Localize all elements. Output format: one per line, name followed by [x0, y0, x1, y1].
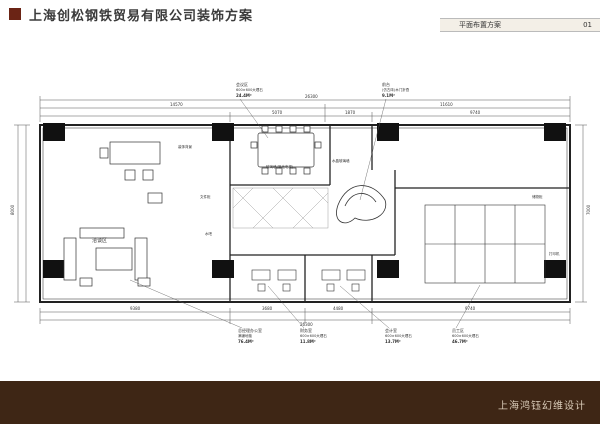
office-furniture: [63, 141, 163, 287]
chairman-area: 76.4M²: [238, 339, 254, 344]
dim-bottom-mid: 3680: [262, 306, 273, 311]
footer: 上海鸿钰幻维设计: [0, 381, 600, 424]
label-water-bar: 水吧: [205, 231, 212, 236]
side-dimensions: [14, 124, 587, 303]
label-sofa-area: 洽谈区: [92, 237, 107, 244]
finance-name: 财务室: [300, 327, 312, 333]
annotation-staff: 员工区 600×600大理石 46.7M²: [452, 327, 479, 344]
sheet-bar: 平面布置方案 01: [440, 18, 600, 32]
dim-bottom-left: 9380: [130, 306, 141, 311]
header: 上海创松钢铁贸易有限公司装饰方案 平面布置方案 01: [0, 0, 600, 32]
annotation-chairman: 总经理办公室 满铺地毯 76.4M²: [238, 327, 262, 344]
reception-name: 前台: [382, 81, 390, 87]
dim-left-total: 8000: [10, 204, 15, 215]
meeting-name: 会议区: [236, 81, 248, 87]
bottom-dimensions: [39, 308, 571, 324]
sheet-title: 平面布置方案: [459, 21, 501, 29]
annotation-manager: 会计室 600×600大理石 13.7M²: [385, 327, 412, 344]
dim-bottom-total: 26300: [300, 322, 313, 327]
chairman-spec: 满铺地毯: [238, 333, 252, 338]
reception-area: 9.1M²: [382, 93, 395, 98]
dim-top-total: 26300: [305, 94, 318, 99]
meeting-area: 24.4M²: [236, 93, 252, 98]
label-printer: 打印机: [549, 251, 560, 256]
meeting-spec: 600×600大理石: [236, 87, 263, 92]
chairman-name: 总经理办公室: [238, 327, 262, 333]
dim-top-mid: 5070: [272, 110, 283, 115]
manager-name: 会计室: [385, 327, 397, 333]
label-storage: 储物柜: [532, 194, 543, 199]
reception-desk: [336, 185, 387, 224]
manager-area: 13.7M²: [385, 339, 401, 344]
finance-spec: 600×600大理石: [300, 333, 327, 338]
label-decor-cabinet: 装饰背景: [178, 144, 192, 149]
annotation-reception: 前台 (仿古砖)木门折叠 9.1M²: [382, 81, 410, 98]
label-file-cabinet: 文件柜: [200, 194, 211, 199]
staff-area: 46.7M²: [452, 339, 468, 344]
dim-bottom-mid2: 4480: [333, 306, 344, 311]
annotation-meeting: 会议区 600×600大理石 24.4M²: [236, 81, 263, 98]
dim-top-right: 11610: [440, 102, 453, 107]
manager-spec: 600×600大理石: [385, 333, 412, 338]
reception-spec: (仿古砖)木门折叠: [382, 87, 410, 92]
dim-right-total: 7000: [586, 204, 591, 215]
staff-name: 员工区: [452, 327, 464, 333]
footer-company: 上海鸿钰幻维设计: [498, 401, 586, 412]
structural-columns: [43, 123, 566, 278]
staff-workstations: [424, 204, 546, 284]
top-dimensions: [39, 96, 571, 122]
sheet-number: 01: [583, 21, 592, 29]
title-accent-block: [9, 8, 21, 20]
label-landscape-wall: 水晶玻璃墙: [332, 158, 350, 163]
meeting-table: [250, 125, 322, 175]
page-title: 上海创松钢铁贸易有限公司装饰方案: [29, 9, 254, 24]
leader-lines: [129, 98, 481, 329]
dim-top-b: 9740: [470, 110, 481, 115]
dim-top-left: 14570: [170, 102, 183, 107]
corridor-floor-pattern: [232, 187, 329, 229]
floor-plan: 26300 14570 11610 5070 1870 9740 9380 36…: [10, 81, 591, 344]
dim-bottom-right: 9740: [465, 306, 476, 311]
finance-area: 11.8M²: [300, 339, 316, 344]
staff-spec: 600×600大理石: [452, 333, 479, 338]
label-glass-wall: 玻璃墙(落地电视): [266, 164, 294, 169]
small-office-desks: [251, 269, 366, 292]
dim-top-a: 1870: [345, 110, 356, 115]
annotation-finance: 财务室 600×600大理石 11.8M²: [300, 327, 327, 344]
